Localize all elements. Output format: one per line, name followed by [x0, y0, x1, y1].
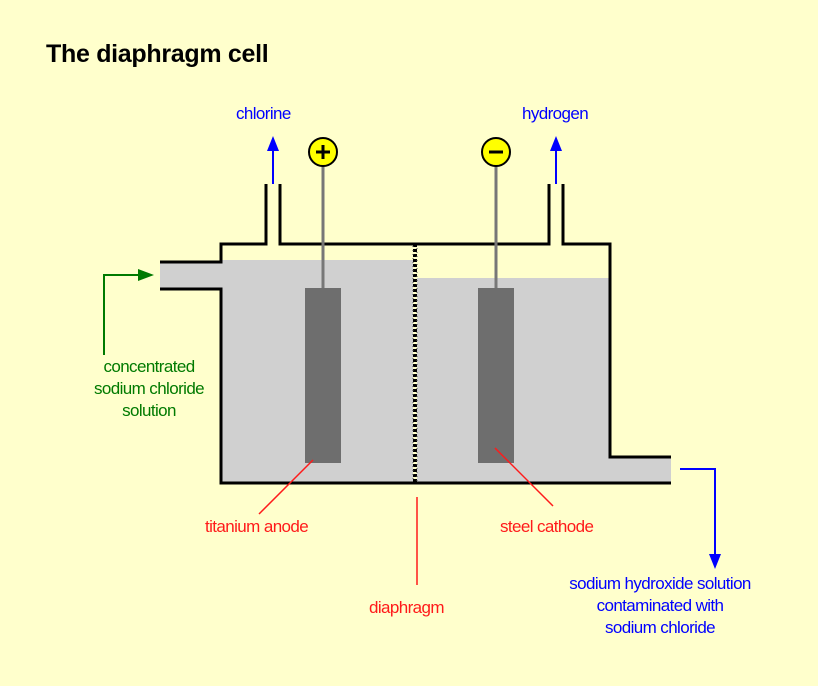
inlet-arrow — [103, 269, 154, 355]
inlet-label-line: concentrated — [103, 357, 195, 376]
negative-terminal — [481, 137, 511, 167]
outlet-label: sodium hydroxide solution contaminated w… — [530, 573, 790, 639]
hydrogen-arrow — [550, 136, 562, 184]
outlet-label-line: sodium chloride — [604, 618, 716, 637]
cathode-leader-line — [494, 447, 554, 507]
inlet-label: concentrated sodium chloride solution — [64, 356, 234, 422]
anode-leader-line — [258, 459, 314, 515]
anode-electrolyte — [160, 260, 413, 483]
outlet-label-line: contaminated with — [596, 596, 724, 615]
inlet-label-line: solution — [122, 401, 176, 420]
page-title: The diaphragm cell — [46, 40, 269, 68]
hydrogen-label: hydrogen — [522, 104, 589, 123]
cathode-electrolyte — [417, 278, 671, 483]
outlet-label-line: sodium hydroxide solution — [569, 574, 751, 593]
anode-label: titanium anode — [205, 517, 309, 536]
cell-tank — [160, 184, 671, 485]
inlet-label-line: sodium chloride — [93, 379, 205, 398]
outlet-arrow — [680, 468, 721, 569]
chlorine-arrow — [267, 136, 279, 184]
positive-terminal — [308, 137, 338, 167]
diaphragm-barrier — [412, 244, 418, 483]
diaphragm-label: diaphragm — [369, 598, 445, 617]
titanium-anode — [305, 288, 341, 463]
cathode-label: steel cathode — [500, 517, 594, 536]
steel-cathode — [478, 288, 514, 463]
chlorine-label: chlorine — [236, 104, 291, 123]
